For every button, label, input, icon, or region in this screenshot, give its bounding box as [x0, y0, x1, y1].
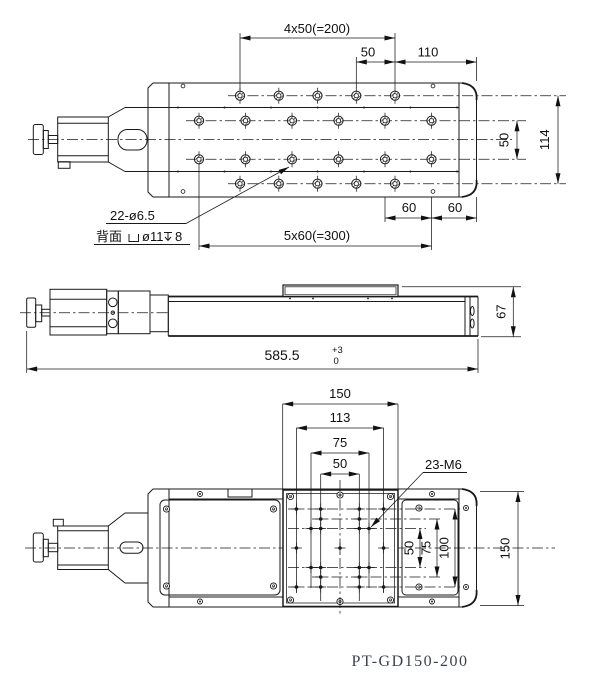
dim-60-left-label: 60 — [402, 200, 416, 215]
left-cover-plate — [159, 499, 281, 596]
side-view-dimensions: 67 585.5 +3 0 — [26, 286, 521, 373]
dim-100-right-label: 100 — [437, 537, 452, 559]
bottom-view-dimensions: 150 113 75 50 50 75 100 150 — [282, 386, 524, 606]
coupling-slot — [119, 541, 144, 554]
depth-symbol — [164, 232, 172, 241]
dim-60-right-label: 60 — [448, 200, 462, 215]
dim-length-tol-upper: +3 — [332, 345, 343, 356]
top-view: 4x50(=200) 50 110 50 114 60 60 5x60(=300… — [28, 21, 566, 250]
dim-50-right-label: 50 — [497, 133, 512, 147]
right-cover-plate — [401, 499, 459, 596]
bottom-view-motor-assembly — [32, 512, 148, 584]
bottom-view: 150 113 75 50 50 75 100 150 23-M6 — [25, 386, 555, 616]
dim-113-label: 113 — [330, 410, 351, 425]
drawing-title: PT-GD150-200 — [352, 653, 469, 670]
hole-note-line1: 22-ø6.5 — [110, 208, 155, 223]
counterbore-symbol — [128, 234, 139, 242]
dim-50-top-label: 50 — [361, 45, 375, 60]
top-view-centerlines — [28, 95, 566, 185]
side-view-carriage — [282, 284, 399, 300]
dim-67-label: 67 — [494, 304, 509, 318]
top-view-holes — [177, 83, 458, 194]
thread-note-label: 23-M6 — [425, 457, 462, 472]
side-view-motor — [26, 288, 169, 336]
hole-note-cbore-dia: ø11 — [142, 229, 163, 244]
dim-5x60-label: 5x60(=300) — [284, 228, 350, 243]
dim-length-tol-lower: 0 — [334, 356, 339, 367]
dim-length-label: 585.5 — [264, 347, 299, 363]
hole-callout: 22-ø6.5 背面 ø11 8 — [94, 166, 290, 245]
dim-150-top-label: 150 — [329, 386, 351, 401]
thread-callout: 23-M6 — [370, 457, 467, 528]
dim-75-top-label: 75 — [333, 435, 347, 450]
hole-callout-leader — [185, 166, 290, 224]
side-view: 67 585.5 +3 0 — [20, 284, 521, 373]
pin-holes — [180, 83, 436, 194]
dim-150-right-label: 150 — [498, 538, 513, 560]
dim-110-label: 110 — [418, 45, 439, 60]
small-dots — [177, 106, 458, 173]
thread-callout-leader — [370, 472, 424, 528]
dim-50-right-label: 50 — [402, 541, 417, 555]
top-view-dimensions: 4x50(=200) 50 110 50 114 60 60 5x60(=300… — [198, 21, 561, 250]
dim-114-label: 114 — [537, 129, 552, 150]
dim-75-right-label: 75 — [419, 541, 434, 555]
hole-note-depth: 8 — [175, 229, 182, 244]
top-view-body — [125, 82, 478, 198]
dim-50-top-label: 50 — [333, 456, 347, 471]
hole-note-backside: 背面 — [96, 229, 122, 244]
side-view-rail — [167, 295, 479, 337]
dim-4x50-label: 4x50(=200) — [284, 21, 350, 36]
